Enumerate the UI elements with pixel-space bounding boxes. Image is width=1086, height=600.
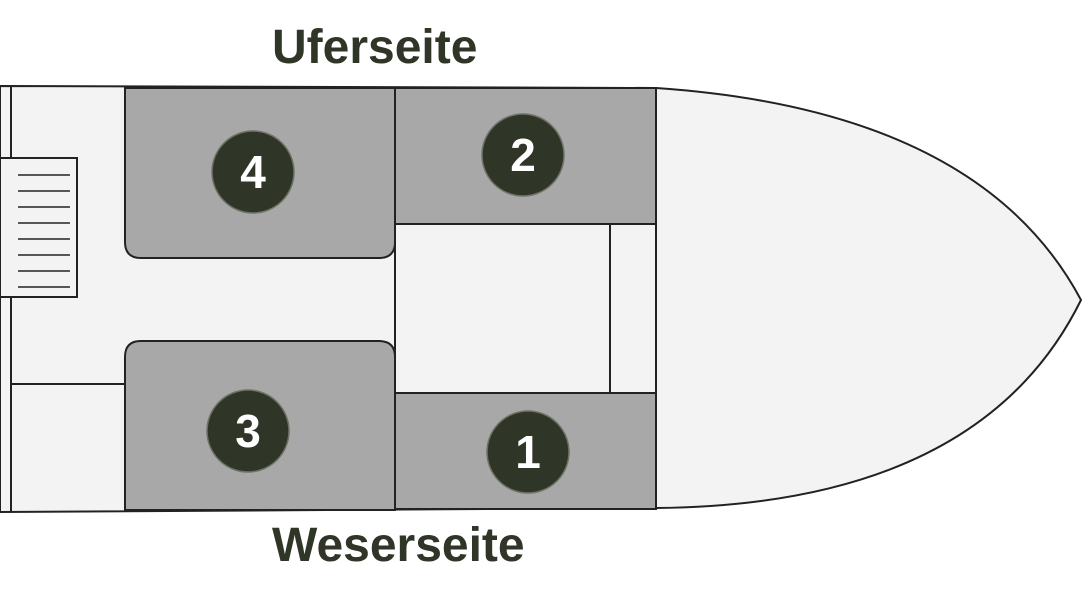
stairs: [0, 157, 78, 298]
label-weserseite: Weserseite: [272, 519, 525, 572]
table-number-3: 3: [235, 405, 261, 457]
label-uferseite: Uferseite: [272, 21, 478, 74]
table-badge-3[interactable]: 3: [206, 389, 290, 473]
table-badge-2[interactable]: 2: [481, 113, 565, 197]
table-number-2: 2: [510, 129, 536, 181]
table-badge-1[interactable]: 1: [486, 410, 570, 494]
table-badge-4[interactable]: 4: [211, 130, 295, 214]
table-number-4: 4: [240, 146, 266, 198]
table-number-1: 1: [515, 426, 541, 478]
